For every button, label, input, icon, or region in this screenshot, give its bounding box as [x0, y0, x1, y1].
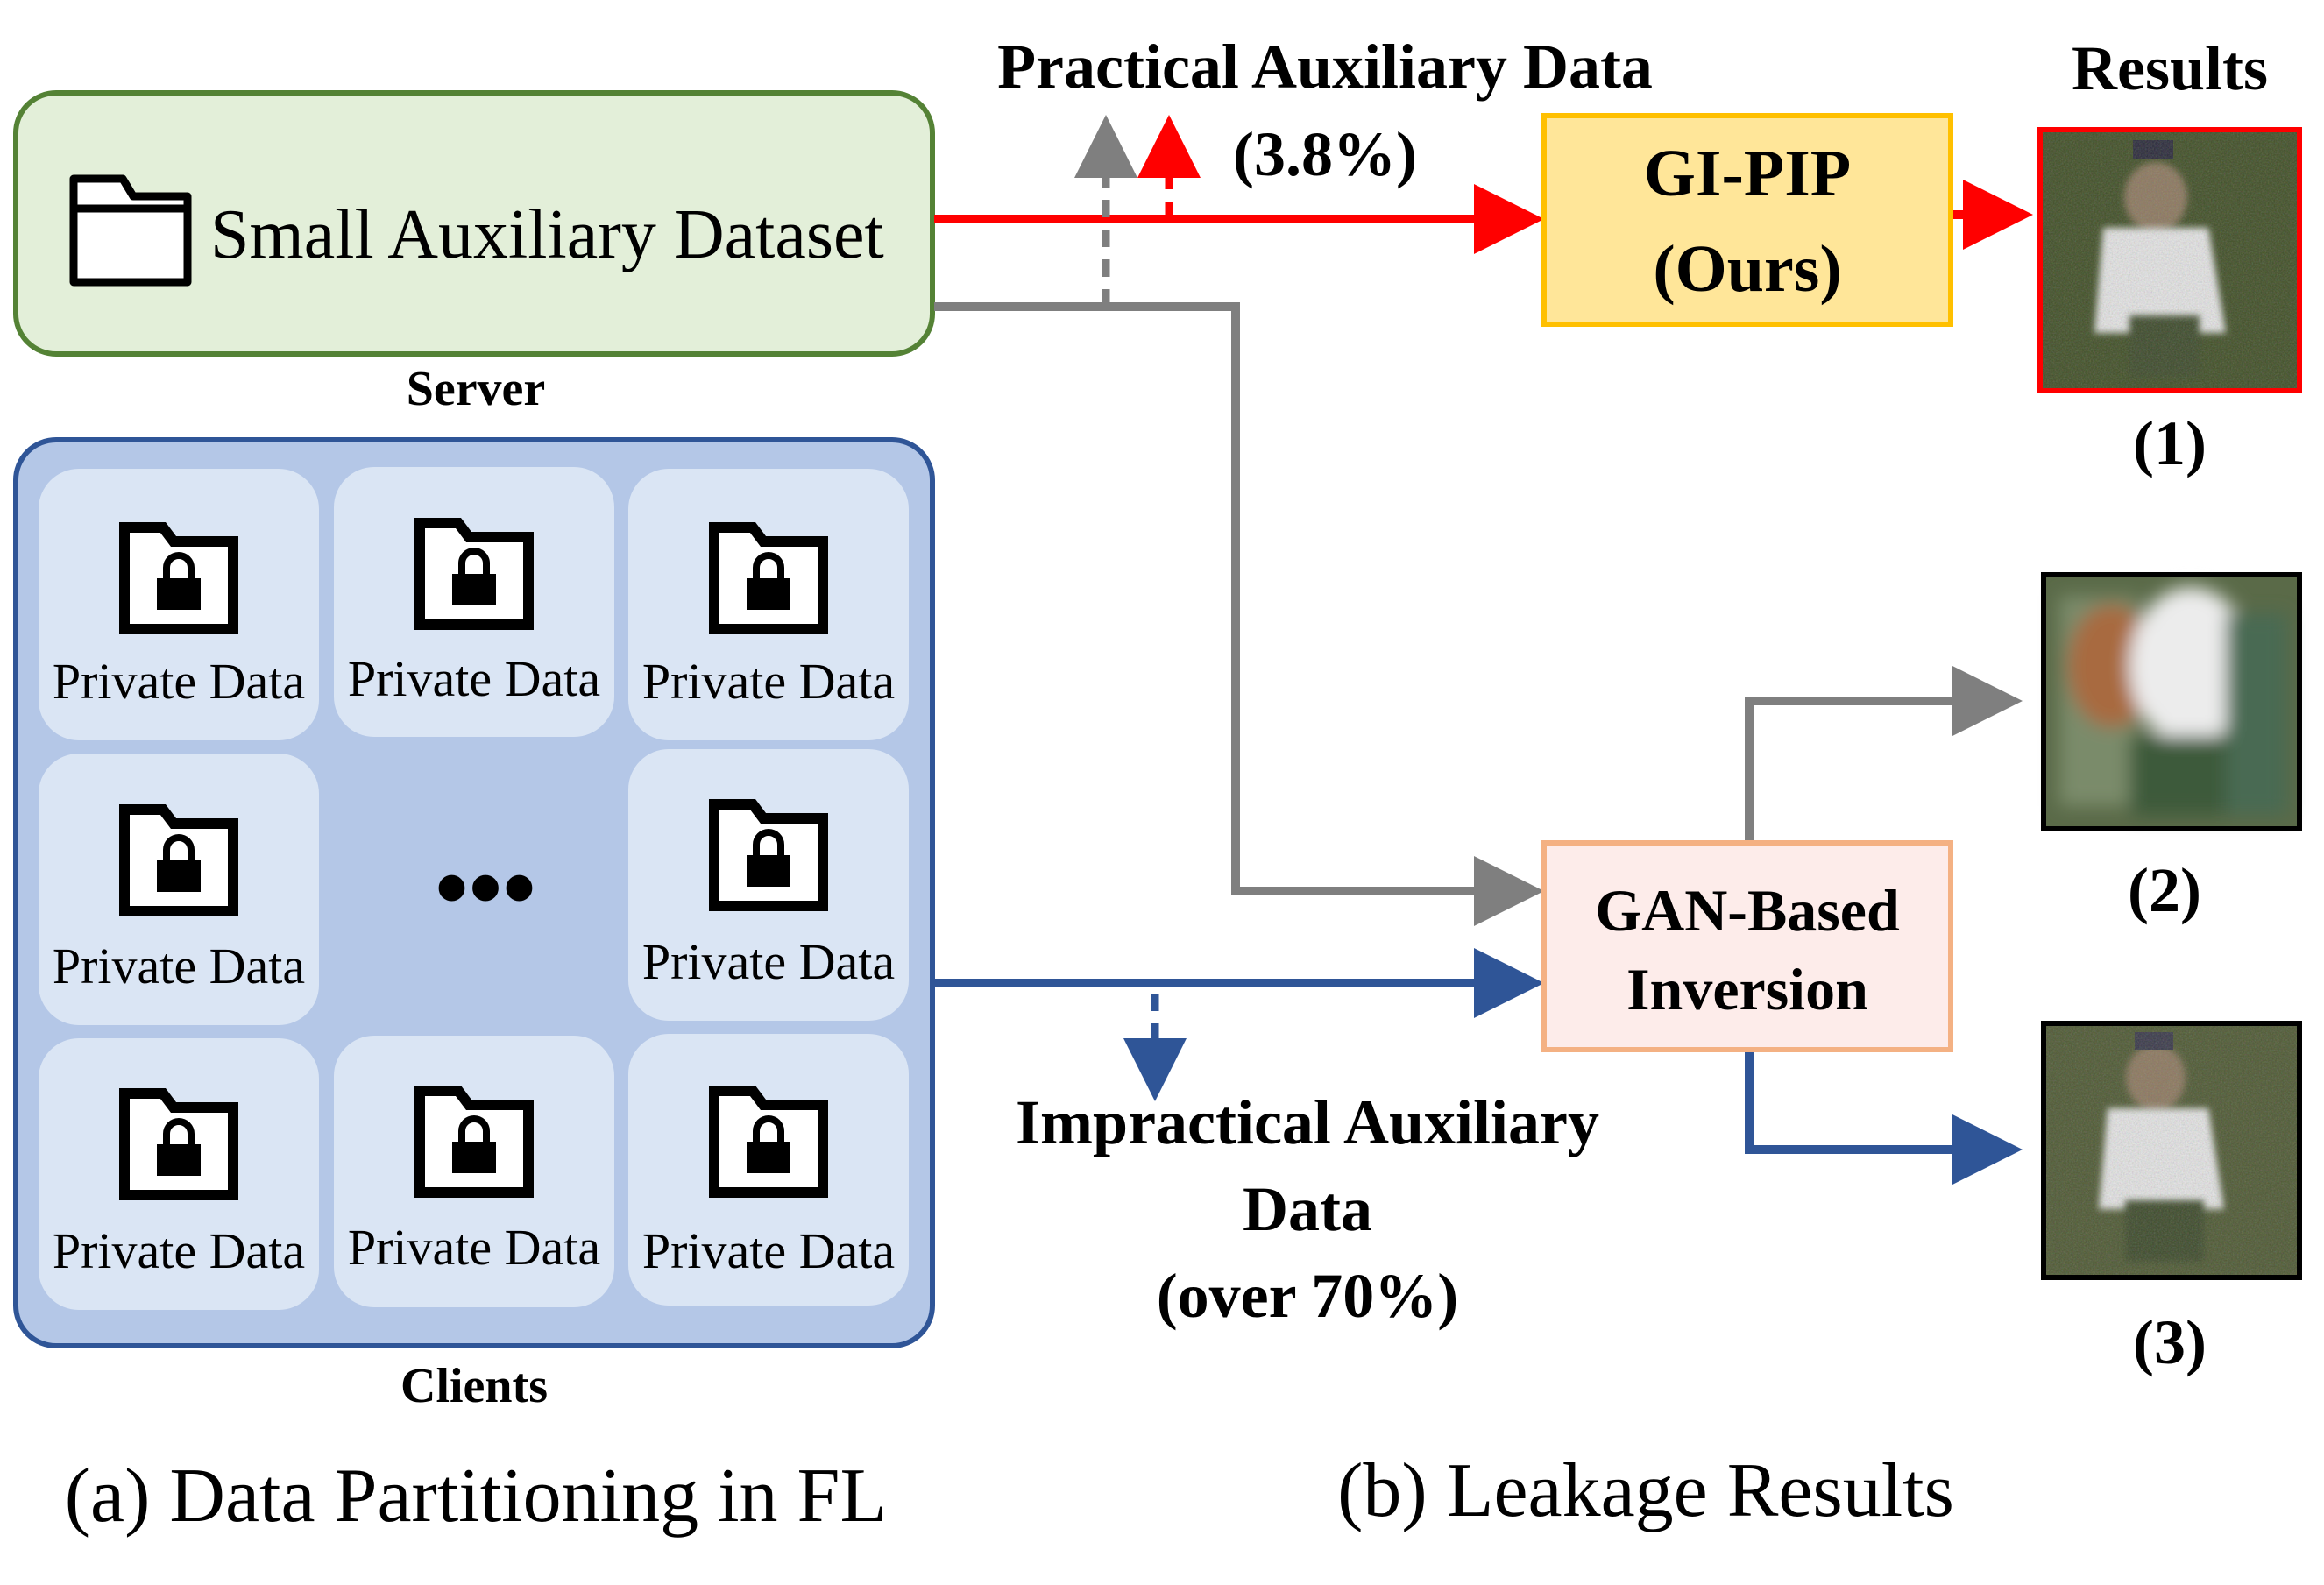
client-tile: Private Data: [628, 469, 909, 740]
locked-folder-icon: [420, 1091, 528, 1192]
results-title: Results: [2072, 33, 2268, 103]
private-data-label: Private Data: [53, 1222, 305, 1279]
folder-icon: [69, 174, 192, 287]
blue-result-arrow: [1745, 1051, 2023, 1185]
server-dataset-label: Small Auxiliary Dataset: [210, 196, 884, 273]
caption-b: (b) Leakage Results: [1337, 1448, 1954, 1533]
gipip-subtitle: (Ours): [1653, 232, 1841, 306]
private-data-label: Private Data: [53, 653, 305, 710]
server-box: Small Auxiliary Dataset: [13, 90, 935, 357]
client-tile: Private Data: [628, 1034, 909, 1306]
result-image-3: [2041, 1021, 2302, 1280]
gray-flow-arrow: [934, 302, 1544, 926]
private-data-label: Private Data: [348, 1219, 600, 1276]
impractical-line2: Data: [1243, 1174, 1372, 1244]
gan-subtitle: Inversion: [1626, 956, 1868, 1022]
private-data-label: Private Data: [642, 1222, 895, 1279]
practical-percent: (3.8%): [1233, 119, 1417, 189]
locked-folder-icon: [124, 527, 233, 629]
locked-folder-icon: [420, 523, 528, 625]
gray-result-arrow: [1745, 666, 2023, 846]
client-tile: Private Data: [628, 749, 909, 1021]
clients-ellipsis: •••: [435, 834, 536, 941]
private-data-label: Private Data: [348, 650, 600, 707]
private-data-label: Private Data: [642, 653, 895, 710]
private-data-label: Private Data: [642, 933, 895, 990]
gipip-title: GI-PIP: [1644, 137, 1851, 210]
gan-title: GAN-Based: [1595, 877, 1900, 944]
impractical-line3: (over 70%): [1157, 1261, 1459, 1331]
impractical-line1: Impractical Auxiliary: [1016, 1087, 1599, 1157]
result-label-3: (3): [2133, 1307, 2207, 1377]
gan-box: GAN-Based Inversion: [1541, 840, 1953, 1052]
locked-folder-icon: [714, 804, 823, 906]
client-tile: Private Data: [334, 467, 614, 737]
gipip-box: GI-PIP (Ours): [1541, 113, 1953, 327]
server-caption: Server: [407, 362, 546, 416]
locked-folder-icon: [124, 1093, 233, 1195]
client-tile: Private Data: [39, 754, 319, 1025]
locked-folder-icon: [714, 1091, 823, 1192]
client-tile: Private Data: [334, 1036, 614, 1307]
caption-a: (a) Data Partitioning in FL: [65, 1454, 887, 1539]
clients-caption: Clients: [400, 1359, 548, 1413]
practical-title: Practical Auxiliary Data: [997, 32, 1653, 102]
result-image-2: [2041, 572, 2302, 831]
locked-folder-icon: [124, 810, 233, 911]
result-label-2: (2): [2128, 855, 2201, 925]
locked-folder-icon: [714, 527, 823, 629]
client-tile: Private Data: [39, 469, 319, 740]
client-tile: Private Data: [39, 1038, 319, 1310]
result-image-1: [2037, 127, 2302, 393]
private-data-label: Private Data: [53, 938, 305, 994]
result-label-1: (1): [2133, 408, 2207, 478]
